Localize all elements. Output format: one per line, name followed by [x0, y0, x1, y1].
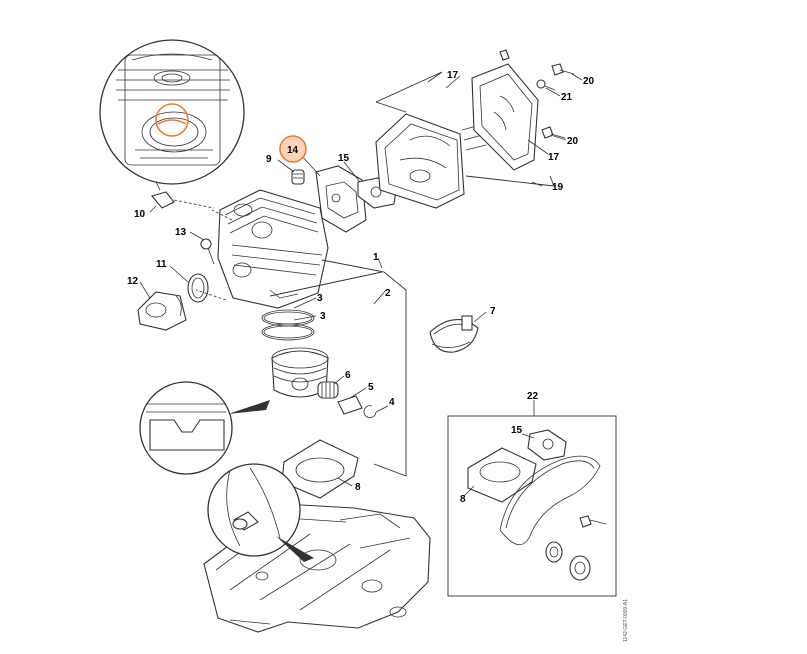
- screw-20-top: [551, 63, 575, 76]
- callout-5: 5: [368, 382, 374, 393]
- callout-labels: 1 2 3 3 4 5 6 7 8 8 9 10 11 12 13 14 15 …: [127, 70, 595, 505]
- callout-20-top: 20: [583, 76, 595, 87]
- needle-bearing: [317, 381, 339, 399]
- callout-7: 7: [490, 306, 496, 317]
- muffler-body: [375, 113, 487, 209]
- cylinder-detail-inset: [99, 39, 245, 185]
- callout-15-top: 15: [338, 153, 350, 164]
- highlight-ring-inset: [155, 103, 189, 137]
- drawing-code: 1142-GET-0009-A1: [623, 599, 629, 642]
- callout-21: 21: [561, 92, 573, 103]
- gasket-kit-22-box: [447, 415, 617, 597]
- callout-12: 12: [127, 276, 139, 287]
- part-12-manifold: [137, 291, 187, 331]
- callout-15-kit: 15: [511, 425, 523, 436]
- screw-21: [536, 79, 556, 91]
- callout-11: 11: [156, 259, 167, 270]
- part-9-plug: [291, 169, 305, 185]
- muffler-cover: [471, 63, 539, 171]
- callout-3-lower: 3: [320, 311, 326, 322]
- piston-rings: [261, 309, 315, 341]
- callout-4: 4: [389, 397, 395, 408]
- callout-19: 19: [552, 182, 564, 193]
- callout-22: 22: [527, 391, 539, 402]
- callout-8-kit: 8: [460, 494, 466, 505]
- callout-1: 1: [373, 252, 379, 263]
- part-11-clamp: [187, 273, 209, 303]
- callout-9: 9: [266, 154, 272, 165]
- part-10-sensor: [151, 181, 215, 209]
- callout-6: 6: [345, 370, 351, 381]
- circlip: [363, 405, 377, 418]
- leader-lines: [139, 73, 583, 497]
- callout-20-bottom: 20: [567, 136, 579, 147]
- piston-pin: [337, 395, 363, 415]
- callout-14-highlight: [279, 135, 307, 163]
- screw-20-bottom: [541, 126, 566, 139]
- part-7-clamp: [429, 315, 479, 353]
- cylinder-part: [217, 189, 329, 309]
- piston-detail-inset: [139, 381, 270, 475]
- part-13-screw: [200, 238, 215, 265]
- callout-3-upper: 3: [317, 293, 323, 304]
- callout-2: 2: [385, 288, 391, 299]
- crankcase-detail-inset: [207, 463, 314, 562]
- callout-13: 13: [175, 227, 187, 238]
- callout-10: 10: [134, 209, 146, 220]
- callout-8-center: 8: [355, 482, 361, 493]
- callout-17-top: 17: [447, 70, 459, 81]
- callout-17-bottom: 17: [548, 152, 560, 163]
- part-14-gasket: [315, 165, 367, 233]
- callout-14: 14: [287, 145, 299, 156]
